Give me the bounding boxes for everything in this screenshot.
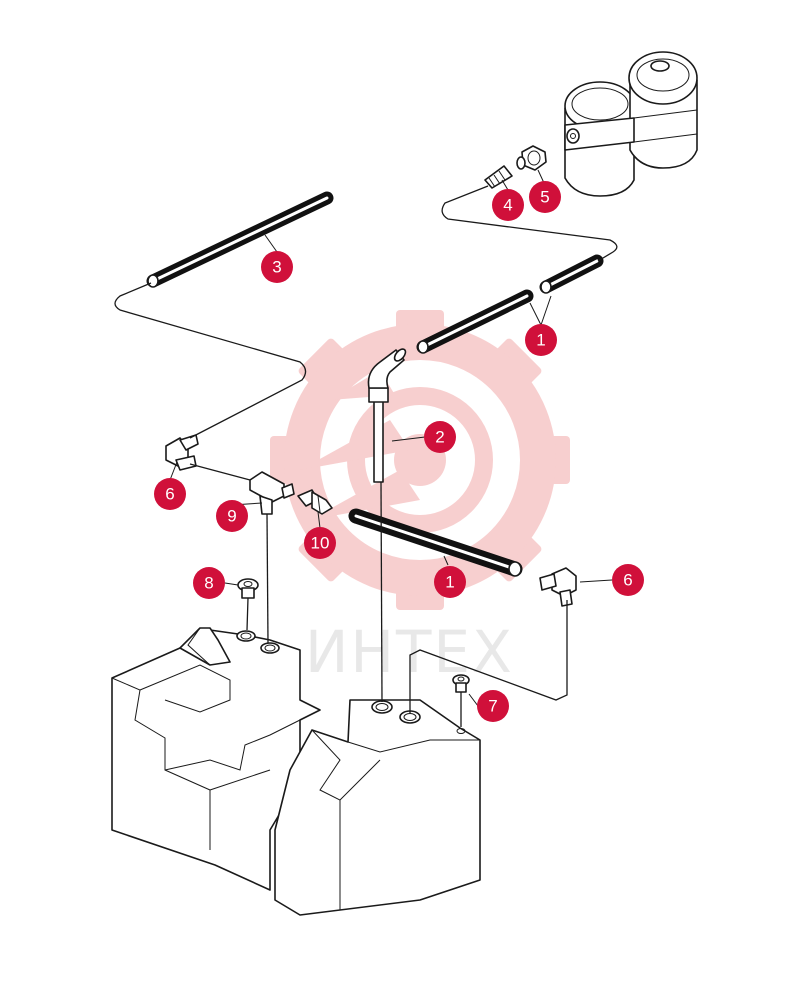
plug-8 <box>237 578 259 599</box>
elbow-6-right <box>539 567 577 607</box>
fuel-filter-housing <box>564 51 698 197</box>
plug-7 <box>452 674 470 693</box>
tee-9 <box>249 471 295 515</box>
svg-text:2: 2 <box>435 428 444 447</box>
hose-1-upper-short <box>539 254 604 294</box>
callout-10: 10 <box>304 527 336 559</box>
left-tank <box>111 627 321 891</box>
callout-2: 2 <box>424 421 456 453</box>
svg-text:5: 5 <box>540 188 549 207</box>
svg-text:1: 1 <box>536 331 545 350</box>
routing-lines <box>114 185 618 727</box>
callout-7: 7 <box>477 690 509 722</box>
svg-text:3: 3 <box>272 258 281 277</box>
callout-5: 5 <box>529 181 561 213</box>
callout-6-left: 6 <box>154 478 186 510</box>
svg-text:10: 10 <box>311 534 330 553</box>
callout-4: 4 <box>492 189 524 221</box>
washer-5 <box>516 156 526 170</box>
svg-text:4: 4 <box>503 196 512 215</box>
standpipe-2 <box>367 348 407 483</box>
nut-5 <box>521 145 547 171</box>
callout-3: 3 <box>261 251 293 283</box>
svg-text:6: 6 <box>165 485 174 504</box>
svg-text:6: 6 <box>623 571 632 590</box>
hose-1-upper-long <box>416 289 534 354</box>
svg-text:7: 7 <box>488 697 497 716</box>
hose-1-lower <box>348 508 523 577</box>
right-tank <box>274 699 481 916</box>
svg-text:8: 8 <box>204 574 213 593</box>
callout-1-lower: 1 <box>434 566 466 598</box>
callout-9: 9 <box>216 500 248 532</box>
svg-text:9: 9 <box>227 507 236 526</box>
fitting-4 <box>484 165 513 189</box>
callout-6-right: 6 <box>612 564 644 596</box>
watermark-text: ИНТЕХ <box>305 618 514 686</box>
hose-3 <box>146 191 334 288</box>
callout-1-upper: 1 <box>525 324 557 356</box>
connector-10 <box>297 489 333 515</box>
svg-text:1: 1 <box>445 573 454 592</box>
callout-8: 8 <box>193 567 225 599</box>
